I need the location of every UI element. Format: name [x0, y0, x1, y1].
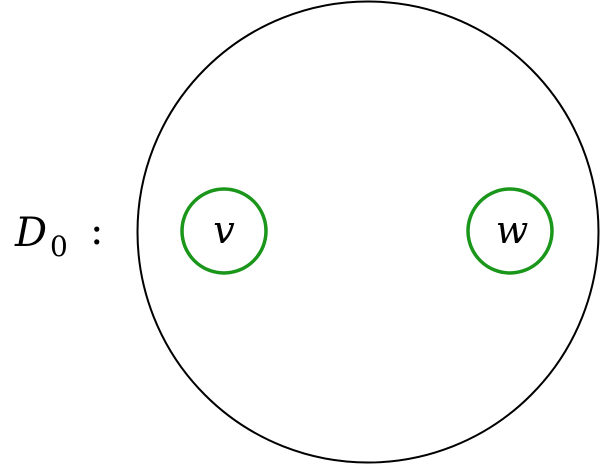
disk-label-subscript: 0	[50, 230, 68, 263]
node-v-label: v	[213, 208, 235, 252]
disk-label: D	[14, 210, 47, 256]
node-v-circle	[180, 187, 268, 275]
node-w-label: w	[496, 208, 529, 252]
outer-disk	[136, 0, 600, 464]
disk-label-separator: :	[90, 208, 103, 254]
node-w-circle	[466, 187, 554, 275]
